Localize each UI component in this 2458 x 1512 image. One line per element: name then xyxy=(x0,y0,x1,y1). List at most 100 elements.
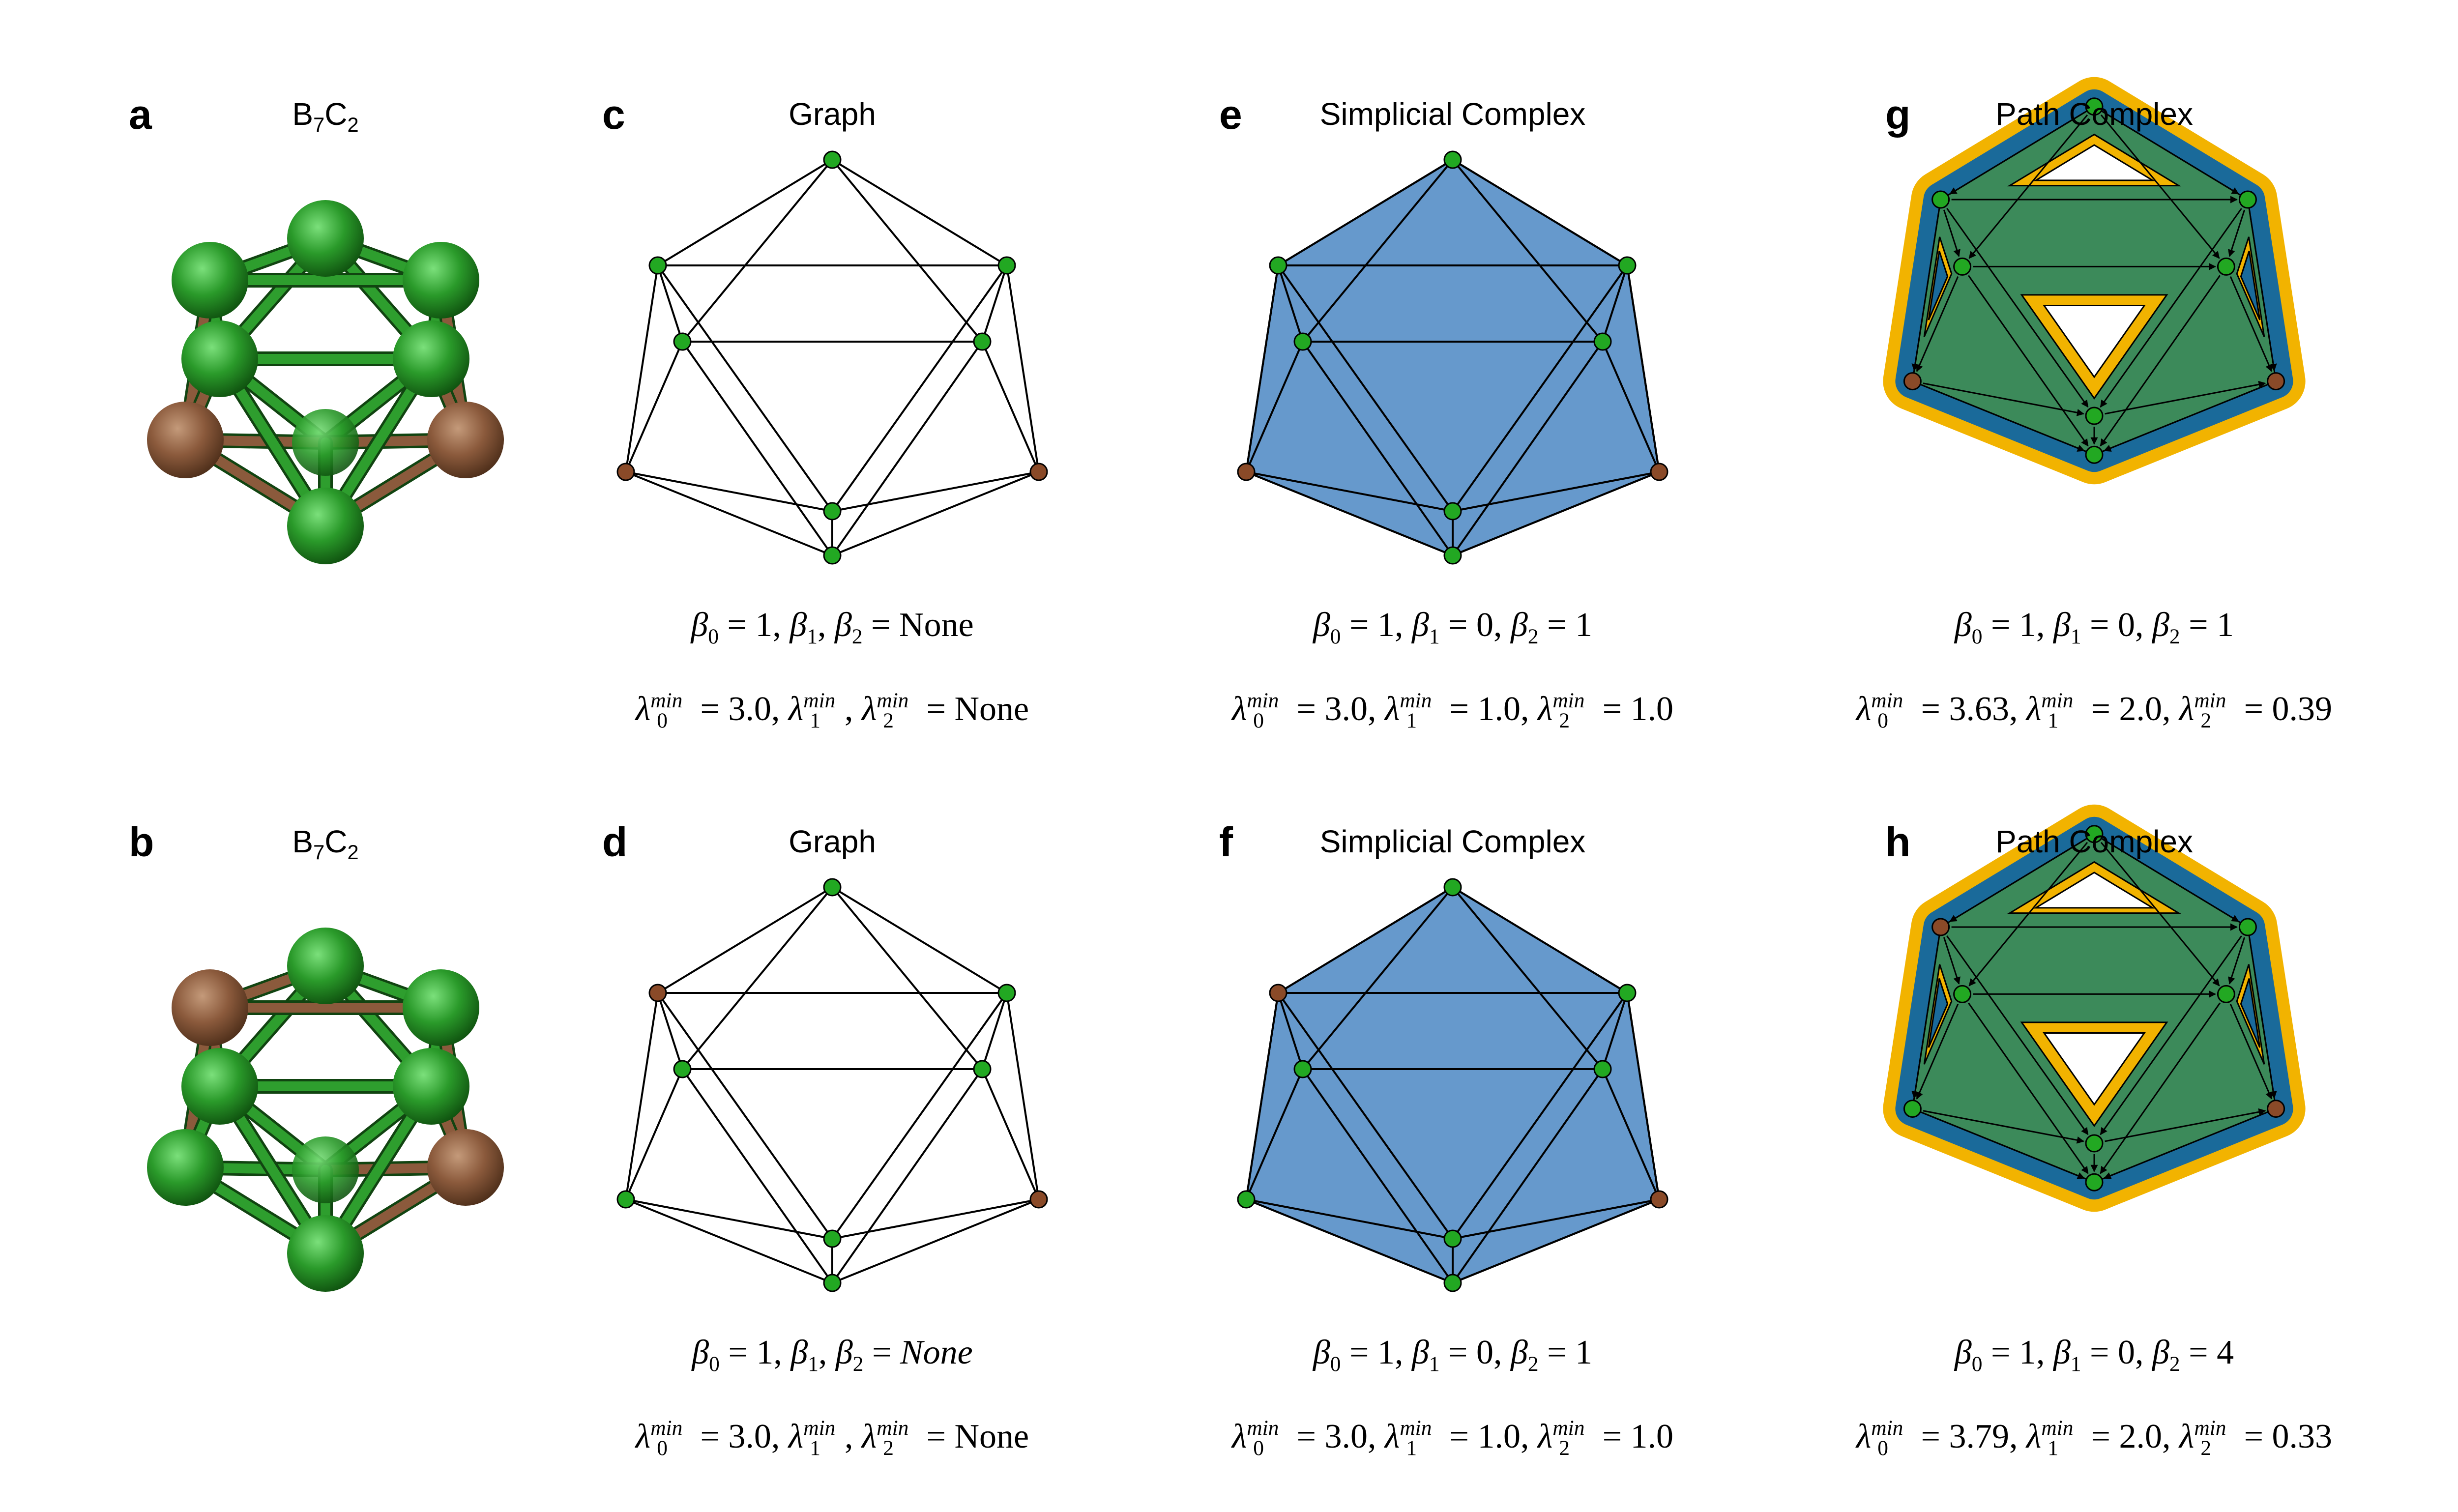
graph-edge xyxy=(1006,992,1040,1200)
boron-node xyxy=(823,1274,842,1292)
boron-node xyxy=(997,984,1016,1002)
lambda-g: λmin0 = 3.63, λmin1 = 2.0, λmin2 = 0.39 xyxy=(1856,689,2333,733)
boron-node xyxy=(823,546,842,565)
betti-d: β0 = 1, β1, β2 = None xyxy=(692,1334,973,1376)
boron-atom xyxy=(403,969,479,1046)
graph-c xyxy=(616,150,1048,565)
path-arrow xyxy=(2100,208,2242,408)
boron-node xyxy=(2085,825,2104,843)
boron-atom xyxy=(181,1048,258,1125)
carbon-node xyxy=(1650,463,1668,481)
simplex-edge xyxy=(1452,1068,1604,1284)
carbon-node xyxy=(1237,463,1256,481)
path-arrow xyxy=(2100,935,2242,1135)
betti-h: β0 = 1, β1 = 0, β2 = 4 xyxy=(1954,1334,2234,1376)
path-arrow xyxy=(2249,210,2277,372)
graph-edge xyxy=(981,265,1008,342)
carbon-node xyxy=(1029,1190,1048,1209)
boron-node xyxy=(2085,445,2104,464)
path-arrow xyxy=(2100,275,2221,447)
path-arrow xyxy=(1923,1110,2084,1144)
graph-edge xyxy=(681,886,833,1070)
path-arrow xyxy=(1943,937,1961,985)
boron-node xyxy=(1903,1100,1922,1118)
boron-node xyxy=(1593,332,1612,351)
path-hole-left xyxy=(1928,978,1949,1048)
boron-node xyxy=(1443,502,1462,521)
carbon-node xyxy=(616,463,635,481)
graph-edge xyxy=(981,1069,1040,1200)
graph-edge xyxy=(831,886,983,1070)
graph-edge xyxy=(657,992,833,1240)
simplex-edge xyxy=(1602,341,1660,472)
boron-node xyxy=(1293,332,1312,351)
panel-letter-a: a xyxy=(129,91,152,138)
graph-edge xyxy=(625,471,833,556)
boron-atom xyxy=(287,1215,364,1292)
graph-edge xyxy=(831,341,983,556)
simplex-edge xyxy=(1452,341,1604,556)
boron-node xyxy=(2085,1173,2104,1192)
path-arrow xyxy=(2228,209,2246,257)
panel-title-f: Simplicial Complex xyxy=(1319,824,1586,859)
boron-atom xyxy=(292,1136,359,1203)
path-arrow xyxy=(2228,937,2246,985)
boron-node xyxy=(2085,407,2104,425)
path-arrow xyxy=(1968,275,2089,447)
lambda-d: λmin0 = 3.0, λmin1, λmin2 = None xyxy=(635,1416,1029,1460)
graph-edge xyxy=(657,992,683,1070)
panel-title-a: B7C2 xyxy=(292,96,359,136)
graph-edge xyxy=(831,264,1008,512)
graph-edge xyxy=(625,1198,833,1240)
boron-node xyxy=(673,1060,692,1078)
simplex-edge xyxy=(1602,992,1628,1070)
path-arrow xyxy=(1968,1002,2089,1174)
graph-edge xyxy=(831,886,1008,994)
path-arrow xyxy=(1923,382,2084,416)
simplex-edge xyxy=(1626,265,1660,472)
graph-edge xyxy=(625,341,683,472)
boron-node xyxy=(2085,97,2104,116)
panel-title-b: B7C2 xyxy=(292,824,359,864)
boron-node xyxy=(1618,984,1637,1002)
simplex-edge xyxy=(1302,159,1454,343)
graph-edge xyxy=(832,471,1039,512)
boron-atom xyxy=(393,320,469,397)
boron-node xyxy=(1443,1229,1462,1248)
graph-edge xyxy=(681,341,833,556)
boron-node xyxy=(1953,985,1972,1003)
panel-letter-d: d xyxy=(602,819,628,865)
betti-c: β0 = 1, β1, β2 = None xyxy=(691,606,974,649)
path-arrow xyxy=(1943,209,1961,257)
boron-node xyxy=(616,1190,635,1209)
path-arrow xyxy=(1968,842,2088,987)
carbon-atom xyxy=(427,402,504,478)
simplex-edge xyxy=(1302,341,1454,556)
graph-edge xyxy=(681,1068,833,1284)
simplex-edge xyxy=(1277,265,1304,342)
simplex-edge xyxy=(1452,992,1628,1240)
path-arrow xyxy=(1922,384,2085,452)
panel-title-h: Path Complex xyxy=(1995,824,2193,859)
simplex-edge xyxy=(1277,992,1454,1240)
boron-node xyxy=(1953,257,1972,276)
simplex-edge xyxy=(1602,265,1628,342)
boron-node xyxy=(1443,1274,1462,1292)
boron-atom xyxy=(287,488,364,564)
boron-node xyxy=(823,502,842,521)
molecule-b xyxy=(147,928,504,1292)
path-hole-center xyxy=(2043,305,2146,378)
panel-letter-e: e xyxy=(1219,91,1242,138)
carbon-node xyxy=(1931,918,1950,936)
graph-edge xyxy=(657,265,683,342)
path-arrow xyxy=(2229,276,2273,372)
molecule-a xyxy=(147,200,504,564)
path-arrow xyxy=(2100,114,2220,259)
lambda-h: λmin0 = 3.79, λmin1 = 2.0, λmin2 = 0.33 xyxy=(1856,1416,2333,1460)
path-hole-center xyxy=(2043,1032,2146,1106)
simplex-edge xyxy=(1452,1198,1660,1284)
graph-edge xyxy=(657,159,833,266)
simplex-edge xyxy=(1245,265,1279,472)
boron-node xyxy=(1593,1060,1612,1078)
